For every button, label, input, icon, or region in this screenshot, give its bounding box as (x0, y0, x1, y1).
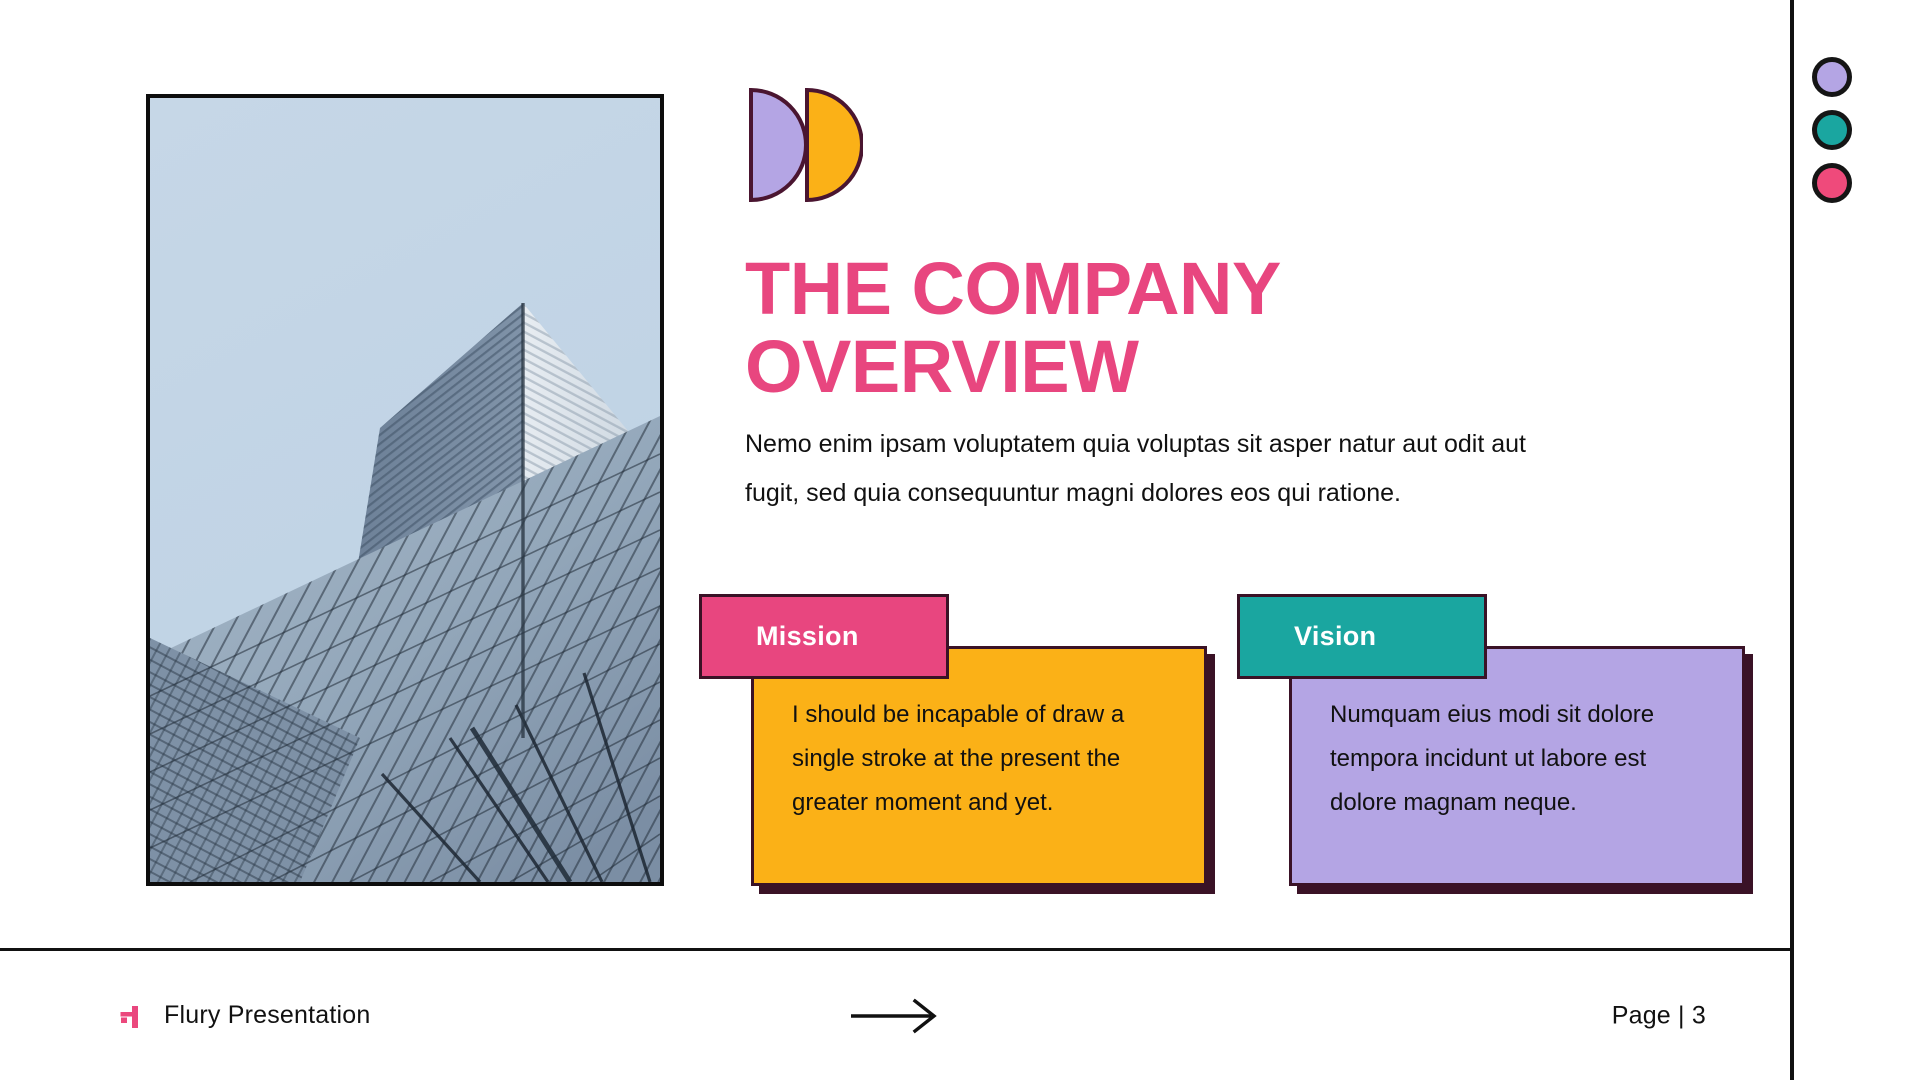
mission-card: I should be incapable of draw a single s… (699, 594, 1207, 894)
vision-card-badge: Vision (1237, 594, 1487, 679)
page-number: Page | 3 (1611, 1001, 1706, 1029)
right-arrow-icon[interactable] (849, 998, 941, 1034)
right-rail-divider (1790, 0, 1794, 1080)
logo-half-circle-orange (805, 87, 864, 203)
mission-card-text: I should be incapable of draw a single s… (792, 701, 1125, 816)
footer: Flury Presentation Page | 3 (0, 951, 1790, 1080)
vision-card-body: Numquam eius modi sit dolore tempora inc… (1289, 646, 1745, 886)
flury-arrow-mark-icon (116, 1005, 138, 1028)
nav-dot-pink[interactable] (1812, 163, 1852, 203)
nav-dot-teal[interactable] (1812, 110, 1852, 150)
footer-brand: Flury Presentation (110, 999, 370, 1033)
nav-dots (1812, 57, 1852, 216)
vision-card-badge-label: Vision (1294, 621, 1377, 651)
mission-card-body: I should be incapable of draw a single s… (751, 646, 1207, 886)
mission-card-badge-label: Mission (756, 621, 859, 651)
logo-shapes (749, 87, 864, 203)
skyscraper-photo-illustration (150, 98, 660, 882)
logo-half-circle-purple (749, 87, 808, 203)
mission-card-badge: Mission (699, 594, 949, 679)
page-title-line-2: OVERVIEW (745, 325, 1139, 408)
vision-card-text: Numquam eius modi sit dolore tempora inc… (1330, 701, 1655, 816)
double-half-circle-logo (747, 86, 864, 209)
footer-brand-text: Flury Presentation (164, 1001, 371, 1029)
skyscraper-photo (146, 94, 664, 886)
vision-card: Numquam eius modi sit dolore tempora inc… (1237, 594, 1745, 894)
page-title-line-1: THE COMPANY (745, 247, 1281, 330)
footer-divider (0, 948, 1792, 951)
page-title: THE COMPANY OVERVIEW (745, 250, 1645, 406)
nav-dot-purple[interactable] (1812, 57, 1852, 97)
mission-vision-cards: I should be incapable of draw a single s… (699, 594, 1745, 894)
lead-paragraph: Nemo enim ipsam voluptatem quia voluptas… (745, 430, 1526, 507)
